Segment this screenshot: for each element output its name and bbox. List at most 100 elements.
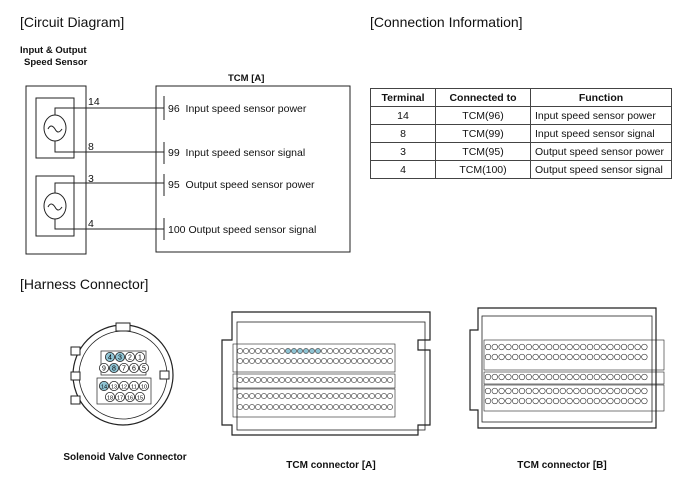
tcm-a-pin <box>357 358 363 364</box>
tcm-b-pin <box>498 397 505 405</box>
tcm-pin-99: 99 Input speed sensor signal <box>168 147 306 159</box>
tcm-a-pin <box>255 393 261 399</box>
tcm-a-pin <box>381 393 387 399</box>
tcm-b-pin <box>607 373 614 381</box>
tcm-a-pin <box>339 377 345 383</box>
tcm-a-pin <box>279 348 285 354</box>
solenoid-pin <box>125 351 136 362</box>
tcm-b-pin <box>525 373 532 381</box>
tcm-b-pin <box>620 343 628 351</box>
tcm-a-pin <box>243 348 249 354</box>
tcm-b-pin <box>580 387 587 395</box>
tcm-b-pin <box>593 353 600 361</box>
tcm-b-pin <box>620 397 628 405</box>
tcm-b-pin <box>484 387 492 395</box>
tcm-a-pin <box>357 404 363 410</box>
tcm-a-pin <box>303 377 309 383</box>
table-cell: Output speed sensor signal <box>530 160 672 179</box>
tcm-b-pin <box>484 353 492 361</box>
tcm-b-pin <box>580 353 587 361</box>
tcm-b-pin <box>505 343 512 351</box>
tcm-pin-95: 95 Output speed sensor power <box>168 179 315 191</box>
solenoid-pin <box>134 351 145 362</box>
tcm-b-pin <box>600 353 607 361</box>
solenoid-pin <box>109 362 120 373</box>
tcm-a-pin <box>267 404 273 410</box>
tcm-a-pin <box>243 393 249 399</box>
tcm-b-pin <box>580 343 587 351</box>
tcm-a-pin <box>339 393 345 399</box>
tcm-a-pin <box>375 404 381 410</box>
tcm-a-pin <box>363 377 369 383</box>
tcm-a-pins <box>237 348 393 410</box>
tcm-a-pin <box>291 377 297 383</box>
tcm-a-pin <box>321 393 327 399</box>
tcm-a-pin <box>261 348 267 354</box>
solenoid-pin <box>128 362 139 373</box>
tcm-b-pin <box>600 387 607 395</box>
tcm-b-pin <box>518 353 526 361</box>
circuit-diagram-heading: [Circuit Diagram] <box>20 14 125 30</box>
tcm-b-pin <box>518 373 526 381</box>
solenoid-pin <box>138 362 149 373</box>
solenoid-pin <box>138 380 149 391</box>
tcm-a-pin <box>285 404 291 410</box>
tcm-a-pin <box>267 377 273 383</box>
svg-text:14: 14 <box>101 385 107 391</box>
tcm-a-pin <box>363 358 369 364</box>
tcm-b-pin <box>641 343 648 351</box>
tcm-a-pin <box>249 358 255 364</box>
tcm-b-pin <box>586 343 594 351</box>
tcm-b-pin <box>498 373 505 381</box>
tcm-b-pin <box>600 373 607 381</box>
tcm-b-pin <box>505 353 512 361</box>
table-header: Terminal <box>370 88 436 107</box>
tcm-b-pin <box>546 353 553 361</box>
tcm-a-pin <box>351 404 357 410</box>
tcm-b-pin <box>566 397 573 405</box>
tcm-a-pin <box>303 393 309 399</box>
solenoid-pin <box>99 362 110 373</box>
tcm-b-pin <box>532 353 539 361</box>
tcm-a-pin <box>291 348 297 354</box>
tcm-a-pin <box>345 358 351 364</box>
tcm-a-label: TCM [A] <box>228 73 265 84</box>
tcm-b-pin <box>573 353 580 361</box>
tcm-b-pin <box>552 343 560 351</box>
tcm-b-pin <box>614 387 621 395</box>
table-cell: Input speed sensor power <box>530 106 672 125</box>
tcm-b-pin <box>600 397 607 405</box>
tcm-b-pin <box>512 373 519 381</box>
solenoid-pin <box>125 391 136 402</box>
tcm-b-pin <box>512 397 519 405</box>
tcm-a-pin <box>309 393 315 399</box>
tcm-b-pin <box>559 397 566 405</box>
tcm-b-pin <box>546 387 553 395</box>
tcm-pin-100: 100 Output speed sensor signal <box>168 224 317 236</box>
tcm-a-pin <box>297 404 303 410</box>
tcm-b-pin <box>552 353 560 361</box>
solenoid-pin <box>109 380 120 391</box>
sensor-label-line2: Speed Sensor <box>24 57 88 68</box>
tcm-a-pin <box>381 377 387 383</box>
tcm-b-pin <box>546 343 553 351</box>
tcm-a-pin <box>267 393 273 399</box>
tcm-b-pin <box>566 387 573 395</box>
tcm-b-pin <box>546 397 553 405</box>
tcm-a-pin <box>297 348 303 354</box>
tcm-a-pin <box>237 348 243 354</box>
tcm-b-pin <box>641 373 648 381</box>
tcm-connector-a-caption: TCM connector [A] <box>286 460 376 471</box>
tcm-a-pin <box>249 377 255 383</box>
svg-text:12: 12 <box>121 385 127 391</box>
tcm-a-pin <box>285 377 291 383</box>
svg-text:4: 4 <box>108 355 112 362</box>
tcm-a-pin <box>297 393 303 399</box>
tcm-a-pin <box>279 358 285 364</box>
tcm-b-pin <box>512 387 519 395</box>
tcm-b-pin <box>627 397 634 405</box>
tcm-b-pin <box>518 387 526 395</box>
tcm-a-pin <box>339 348 345 354</box>
sensor-pin-4: 4 <box>88 218 94 230</box>
